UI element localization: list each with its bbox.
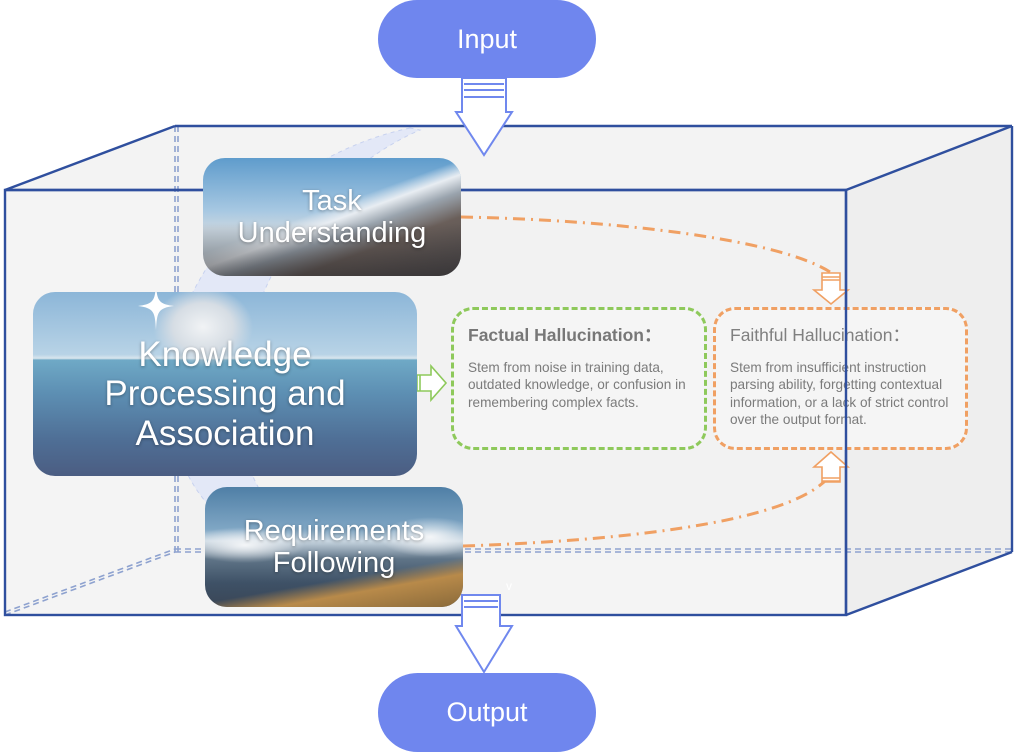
sparkle-icon (138, 292, 174, 330)
faithful-hallucination-description: Stem from insufficient instruction parsi… (730, 360, 949, 428)
stage-card-task-understanding: Task Understanding (203, 158, 461, 276)
stage-card-requirements-following: Requirements Following (205, 487, 463, 607)
knowledge-label-line2: Processing and (104, 374, 346, 414)
output-label: Output (446, 697, 528, 727)
knowledge-label-line3: Association (135, 413, 315, 453)
factual-arrow-right-icon (416, 363, 448, 403)
task-label-line2: Understanding (237, 217, 427, 249)
output-chevron-mark: v (506, 579, 512, 593)
faithful-arrow-down-icon (811, 272, 851, 306)
input-node: Input (378, 0, 596, 78)
volcano-mountain-image (205, 487, 463, 607)
task-label-line1: Task (302, 184, 362, 217)
factual-hallucination-box: Factual Hallucination： Stem from noise i… (451, 307, 707, 450)
faithful-hallucination-box: Faithful Hallucination： Stem from insuff… (713, 307, 968, 450)
output-arrow-icon (454, 594, 514, 674)
output-node: Output (378, 673, 596, 752)
requirements-label-line2: Following (272, 547, 396, 579)
input-arrow-icon (454, 77, 514, 157)
factual-hallucination-description: Stem from noise in training data, outdat… (468, 360, 686, 410)
knowledge-label-line1: Knowledge (138, 335, 312, 375)
box-top-face (5, 126, 1012, 190)
stage-card-knowledge-processing: Knowledge Processing and Association (33, 292, 417, 476)
input-label: Input (456, 23, 518, 54)
requirements-label-line1: Requirements (243, 514, 425, 547)
iceberg-image (33, 292, 417, 476)
connector-task-to-faithful (460, 215, 831, 274)
connector-requirements-to-faithful (462, 476, 830, 548)
snowy-mountain-image (203, 158, 461, 276)
factual-hallucination-title: Factual Hallucination： (468, 325, 662, 345)
faithful-hallucination-title: Faithful Hallucination： (730, 325, 910, 345)
